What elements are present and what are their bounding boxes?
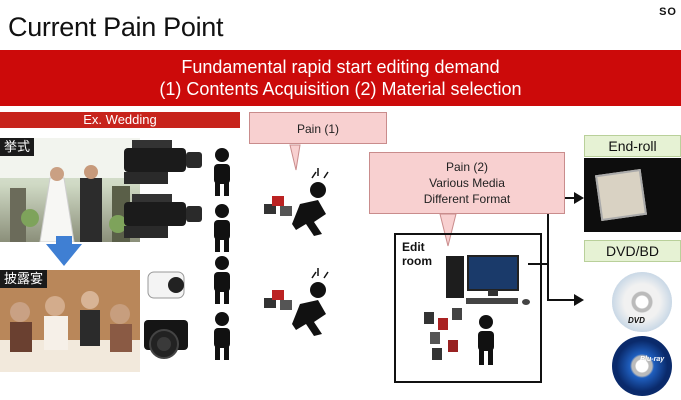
camcorder-icon	[124, 194, 202, 238]
arrow-right-icon	[574, 294, 584, 306]
person-icon	[214, 148, 230, 196]
banner-line-1: Fundamental rapid start editing demand	[181, 57, 500, 77]
bluray-logo: Blu-ray	[640, 356, 665, 363]
connector-line	[528, 263, 580, 301]
pain-2-title: Pain (2)	[445, 160, 489, 174]
desktop-computer-icon	[446, 255, 530, 305]
edit-room-box	[394, 233, 542, 383]
person-icon	[214, 204, 230, 252]
edit-room-label: Edit room	[402, 240, 432, 268]
edit-room-label-line2: room	[402, 254, 432, 268]
person-icon	[214, 312, 230, 360]
person-icon	[214, 256, 230, 304]
pain-2-line-format: Different Format	[423, 192, 511, 206]
action-camera-icon	[147, 271, 185, 299]
camcorder-icon	[124, 140, 202, 184]
endroll-label: End-roll	[584, 135, 681, 157]
running-person-icon	[264, 268, 329, 336]
callout-tail	[289, 144, 301, 171]
reception-photo	[0, 270, 140, 372]
banner: Fundamental rapid start editing demand (…	[0, 50, 681, 106]
wedding-section-label: Ex. Wedding	[0, 112, 240, 128]
arrow-right-icon	[574, 192, 584, 204]
ceremony-label: 挙式	[0, 138, 35, 156]
endroll-photo-card	[595, 169, 647, 221]
banner-line-2: (1) Contents Acquisition (2) Material se…	[159, 79, 522, 99]
slide-title: Current Pain Point	[8, 12, 224, 42]
dvd-disc-icon	[612, 272, 672, 332]
editor-person-icon	[478, 315, 494, 365]
edit-room-label-line1: Edit	[402, 240, 425, 254]
dvd-logo: DVD	[628, 316, 645, 325]
flow-arrow-shaft	[56, 236, 72, 246]
down-arrow-icon	[46, 244, 82, 266]
mirrorless-camera-icon	[144, 320, 188, 359]
pain-2-callout: Pain (2) Various Media Different Format	[369, 152, 565, 214]
bluray-disc-icon	[612, 336, 672, 396]
callout-tail	[439, 213, 457, 247]
pain-1-callout: Pain (1)	[249, 112, 387, 144]
reception-label: 披露宴	[0, 270, 48, 288]
brand-logo: SO	[659, 6, 677, 18]
running-person-icon	[264, 168, 329, 236]
memory-cards-icon	[424, 308, 462, 360]
dvd-bd-label: DVD/BD	[584, 240, 681, 262]
pain-2-line-media: Various Media	[429, 176, 505, 190]
